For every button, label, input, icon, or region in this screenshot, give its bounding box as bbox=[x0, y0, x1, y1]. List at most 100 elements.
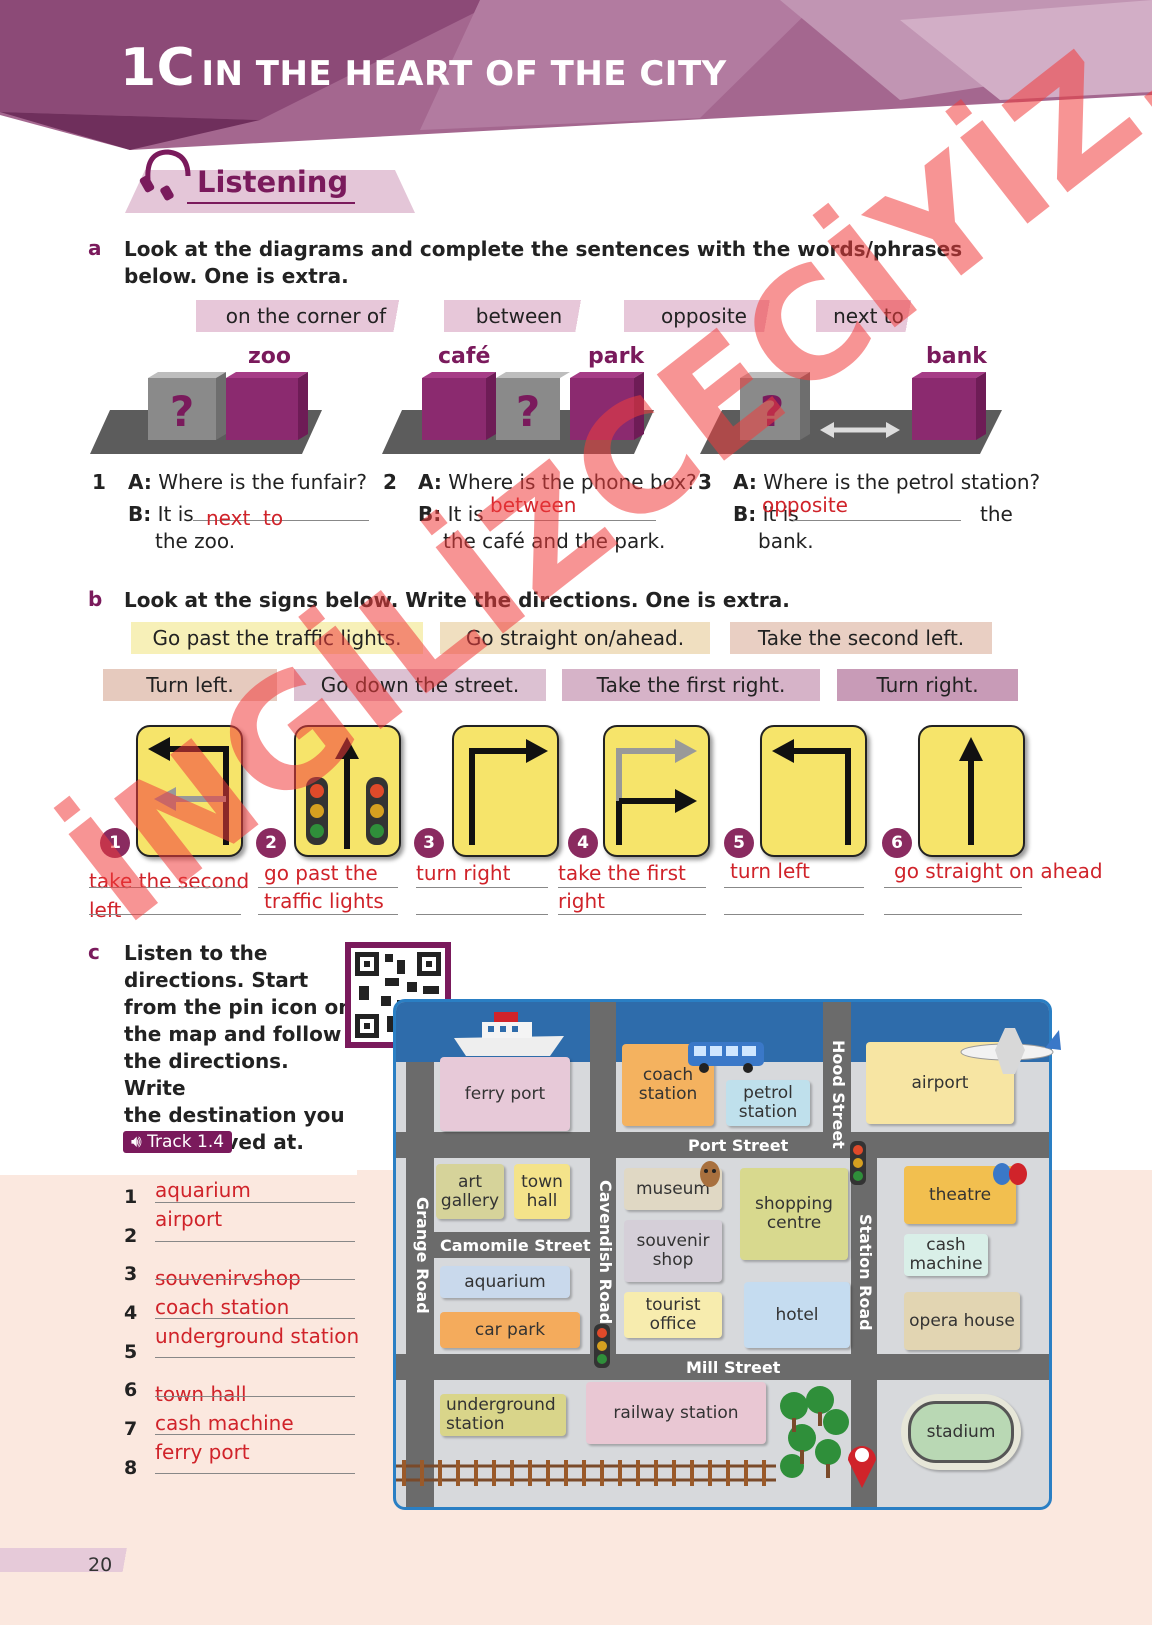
street-label-hood: Hood Street bbox=[829, 1040, 848, 1149]
building-cash-machine[interactable]: cash machine bbox=[904, 1234, 988, 1276]
destination-answer[interactable]: town hall bbox=[155, 1382, 247, 1406]
direction-answer[interactable]: go past the bbox=[264, 861, 378, 885]
answer-line bbox=[89, 887, 241, 888]
answer-line bbox=[155, 1318, 355, 1319]
phrase-box: Go past the traffic lights. bbox=[131, 622, 423, 654]
building-stadium[interactable]: stadium bbox=[901, 1394, 1021, 1470]
building-town-hall[interactable]: town hall bbox=[514, 1164, 570, 1219]
railway-track-icon bbox=[396, 1460, 776, 1486]
direction-answer[interactable]: go straight on ahead bbox=[894, 859, 1103, 883]
word-box: opposite bbox=[624, 300, 784, 332]
destination-answer[interactable]: souvenirvshop bbox=[155, 1266, 301, 1290]
building-opera-house[interactable]: opera house bbox=[904, 1292, 1020, 1350]
destination-answer[interactable]: coach station bbox=[155, 1295, 290, 1319]
building-souvenir-shop[interactable]: souvenir shop bbox=[624, 1220, 722, 1282]
road-cavendish bbox=[590, 1002, 616, 1380]
word-box: between bbox=[444, 300, 594, 332]
sign-4 bbox=[603, 725, 710, 857]
sign-5 bbox=[760, 725, 867, 857]
answer-number: 2 bbox=[124, 1225, 138, 1247]
diagram-label-park: park bbox=[588, 344, 645, 369]
building-aquarium[interactable]: aquarium bbox=[440, 1266, 570, 1298]
building-shopping-centre[interactable]: shopping centre bbox=[740, 1168, 848, 1260]
answer-line bbox=[258, 914, 398, 915]
header-banner bbox=[0, 0, 1152, 150]
building-car-park[interactable]: car park bbox=[440, 1312, 580, 1348]
answer-line bbox=[558, 887, 706, 888]
answer-suffix: the café and the park. bbox=[443, 529, 666, 553]
destination-answer[interactable]: ferry port bbox=[155, 1440, 250, 1464]
road-mill-street bbox=[396, 1354, 1049, 1380]
headphones-icon bbox=[139, 149, 191, 201]
svg-text:?: ? bbox=[170, 387, 194, 436]
answer-line bbox=[155, 1434, 355, 1435]
answer-line bbox=[793, 520, 961, 521]
building-petrol-station[interactable]: petrol station bbox=[726, 1080, 810, 1126]
direction-answer[interactable]: take the second bbox=[89, 869, 250, 893]
turn-left-arrow-icon bbox=[772, 739, 851, 845]
instruction-line: the map and follow bbox=[124, 1022, 342, 1046]
direction-answer-line2[interactable]: right bbox=[558, 889, 605, 913]
answer-line bbox=[258, 887, 398, 888]
sign-2 bbox=[294, 725, 401, 857]
destination-answer[interactable]: cash machine bbox=[155, 1411, 294, 1435]
building-underground-station[interactable]: underground station bbox=[440, 1394, 566, 1436]
direction-answer[interactable]: turn left bbox=[730, 859, 810, 883]
answer-line bbox=[884, 887, 1022, 888]
building-hotel[interactable]: hotel bbox=[744, 1282, 850, 1348]
building-railway-station[interactable]: railway station bbox=[586, 1382, 766, 1444]
direction-answer[interactable]: take the first bbox=[558, 861, 686, 885]
speaker-icon: 🔊︎ bbox=[131, 1132, 148, 1152]
sign-number: 4 bbox=[568, 828, 598, 858]
sign-number: 5 bbox=[724, 828, 754, 858]
traffic-lights-arrow-icon bbox=[306, 737, 388, 849]
answer-line bbox=[416, 887, 548, 888]
section-b-instruction: Look at the signs below. Write the direc… bbox=[124, 588, 790, 612]
location-pin-icon[interactable] bbox=[844, 1438, 880, 1490]
answer-number: 5 bbox=[124, 1341, 138, 1363]
destination-answer[interactable]: airport bbox=[155, 1207, 223, 1231]
straight-ahead-arrow-icon bbox=[959, 737, 983, 845]
speaker-b: B: bbox=[128, 502, 152, 526]
road-camomile bbox=[434, 1232, 590, 1258]
direction-answer-line2[interactable]: traffic lights bbox=[264, 889, 384, 913]
question-number: 3 bbox=[698, 470, 712, 494]
bus-icon bbox=[688, 1042, 764, 1073]
building-art-gallery[interactable]: art gallery bbox=[436, 1164, 504, 1219]
turn-right-arrow-icon bbox=[469, 739, 548, 845]
answer-text[interactable]: next to bbox=[206, 506, 284, 530]
answer-number: 6 bbox=[124, 1379, 138, 1401]
question-text: Where is the phone box? bbox=[448, 470, 697, 494]
answer-line bbox=[155, 1279, 355, 1280]
track-badge[interactable]: 🔊︎ Track 1.4 bbox=[123, 1131, 233, 1153]
answer-line bbox=[884, 914, 1022, 915]
section-title: Listening bbox=[197, 165, 349, 199]
question-text: Where is the funfair? bbox=[158, 470, 368, 494]
first-right-arrow-icon bbox=[616, 739, 697, 845]
word-box: next to bbox=[816, 300, 921, 332]
unit-number: 1C bbox=[120, 38, 196, 98]
building-ferry-port[interactable]: ferry port bbox=[440, 1057, 570, 1131]
second-left-arrow-icon bbox=[148, 737, 229, 845]
answer-prefix: It is bbox=[157, 502, 194, 526]
direction-answer[interactable]: turn right bbox=[416, 861, 511, 885]
answer-prefix: It is bbox=[447, 502, 484, 526]
answer-text[interactable]: between bbox=[490, 493, 577, 517]
building-tourist-office[interactable]: tourist office bbox=[624, 1292, 722, 1338]
answer-line bbox=[724, 887, 864, 888]
sign-number: 2 bbox=[256, 828, 286, 858]
instruction-line: the directions. Write bbox=[124, 1049, 289, 1100]
instruction-line: the destination you bbox=[124, 1103, 345, 1127]
answer-number: 8 bbox=[124, 1457, 138, 1479]
destination-answer[interactable]: aquarium bbox=[155, 1178, 251, 1202]
answer-suffix: bank. bbox=[758, 529, 814, 553]
destination-answer[interactable]: underground station bbox=[155, 1324, 360, 1348]
phrase-box: Turn right. bbox=[837, 669, 1018, 701]
direction-answer-line2[interactable]: left bbox=[89, 898, 122, 922]
answer-text[interactable]: opposite bbox=[762, 493, 848, 517]
answer-number: 3 bbox=[124, 1263, 138, 1285]
city-map: Port Street Camomile Street Mill Street … bbox=[393, 999, 1052, 1510]
page-number-tab bbox=[0, 1548, 145, 1572]
answer-line bbox=[155, 1202, 355, 1203]
